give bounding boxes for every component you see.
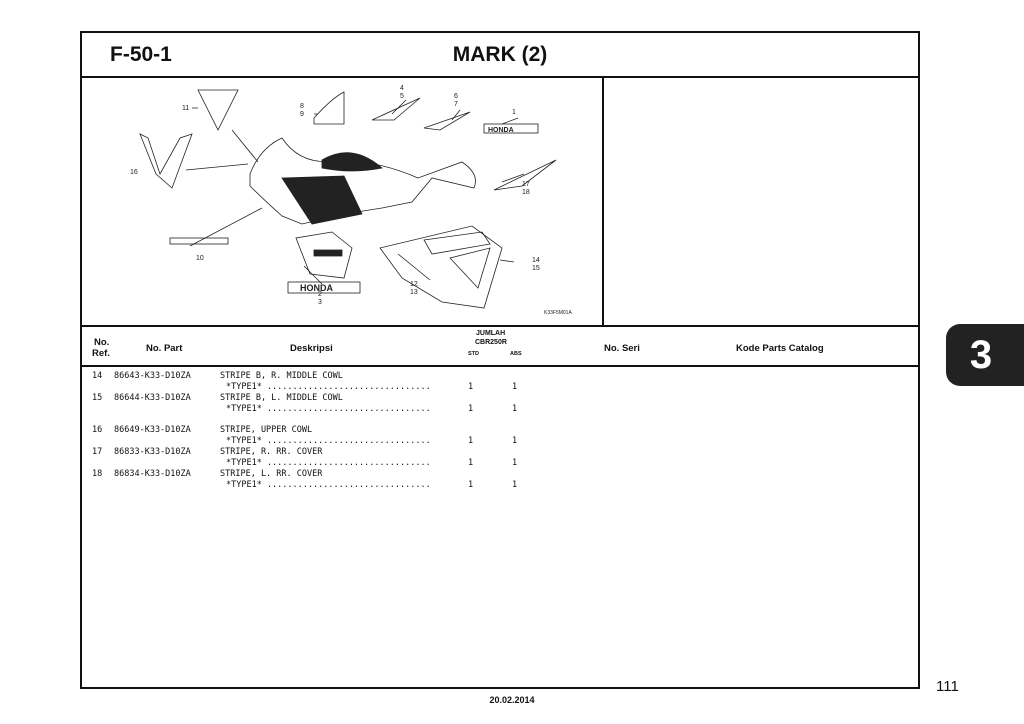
row-part-number: 86649-K33-D10ZA: [114, 425, 191, 435]
col-abs: ABS: [510, 351, 522, 357]
table-row: 15 86644-K33-D10ZA STRIPE B, L. MIDDLE C…: [82, 393, 918, 415]
page-title: MARK (2): [452, 43, 548, 66]
callout-4: 4: [400, 85, 404, 92]
row-qty-std: 1: [468, 382, 474, 392]
callout-7: 7: [454, 101, 458, 108]
col-no-seri: No. Seri: [604, 343, 640, 354]
callout-11: 11: [182, 105, 189, 112]
honda-logo-text-1: HONDA: [488, 127, 514, 134]
col-model: CBR250R: [475, 339, 507, 346]
col-deskripsi: Deskripsi: [290, 343, 333, 354]
page-header: F-50-1 MARK (2): [82, 33, 918, 78]
row-type: *TYPE1* ................................: [226, 382, 431, 392]
page-number: 111: [936, 678, 959, 695]
stripe-6-7-shape: [423, 111, 471, 131]
diagram-ref-code: K33F5M01A: [544, 310, 572, 316]
row-description: STRIPE, L. RR. COVER: [220, 469, 323, 479]
callout-14: 14: [532, 257, 540, 264]
callout-3: 3: [318, 299, 322, 306]
honda-logo-emblem-1: [483, 123, 539, 134]
col-jumlah: JUMLAH: [476, 330, 506, 337]
table-column-headers: No. Ref. No. Part Deskripsi JUMLAH CBR25…: [82, 325, 918, 367]
callout-5: 5: [400, 93, 404, 100]
motorcycle-fairing-illustration: 1 2 3 4 5 6 7 8 9 10 11 12 13 14 15 16 1…: [130, 85, 572, 316]
col-std: STD: [468, 351, 479, 357]
callout-15: 15: [532, 265, 540, 272]
row-qty-std: 1: [468, 480, 474, 490]
row-ref: 15: [92, 393, 103, 403]
lower-cowl-dark-strip: [313, 249, 343, 257]
table-row: 17 86833-K33-D10ZA STRIPE, R. RR. COVER …: [82, 447, 918, 469]
col-kode-parts-catalog: Kode Parts Catalog: [736, 343, 824, 354]
windscreen-dark-panel: [321, 152, 383, 172]
table-row: 18 86834-K33-D10ZA STRIPE, L. RR. COVER …: [82, 469, 918, 491]
callout-10: 10: [196, 255, 204, 262]
col-no-ref-line2: Ref.: [92, 348, 110, 359]
row-qty-abs: 1: [512, 480, 518, 490]
stripe-4-5-shape: [371, 97, 421, 121]
honda-logo-text-2: HONDA: [300, 283, 333, 293]
row-qty-std: 1: [468, 404, 474, 414]
row-qty-abs: 1: [512, 458, 518, 468]
figure-code: F-50-1: [110, 43, 172, 66]
callout-leader-lines: [185, 99, 525, 285]
rear-cover-stripe-shape: [493, 159, 557, 191]
callout-17: 17: [522, 181, 530, 188]
side-panel-stripe-outline: [379, 225, 503, 309]
row-qty-std: 1: [468, 458, 474, 468]
sticker-10-shape: [169, 237, 229, 245]
catalog-page-frame: F-50-1 MARK (2): [80, 31, 920, 689]
upper-cowl-emblem-shape: [197, 89, 239, 131]
callout-9: 9: [300, 111, 304, 118]
lower-cowl-outline: [295, 231, 353, 279]
row-ref: 16: [92, 425, 103, 435]
table-row: 14 86643-K33-D10ZA STRIPE B, R. MIDDLE C…: [82, 371, 918, 393]
wing-emblem-shape: [313, 91, 345, 125]
row-description: STRIPE B, L. MIDDLE COWL: [220, 393, 343, 403]
row-type: *TYPE1* ................................: [226, 404, 431, 414]
row-part-number: 86644-K33-D10ZA: [114, 393, 191, 403]
row-qty-abs: 1: [512, 436, 518, 446]
callout-18: 18: [522, 189, 530, 196]
side-panel-stripe-upper: [423, 231, 491, 255]
row-description: STRIPE B, R. MIDDLE COWL: [220, 371, 343, 381]
section-tab: 3: [946, 324, 1024, 386]
callout-2: 2: [318, 291, 322, 298]
callout-6: 6: [454, 93, 458, 100]
parts-diagram: 1 2 3 4 5 6 7 8 9 10 11 12 13 14 15 16 1…: [82, 78, 604, 325]
callout-1: 1: [512, 109, 516, 116]
callout-12: 12: [410, 281, 418, 288]
row-qty-abs: 1: [512, 404, 518, 414]
callout-16: 16: [130, 169, 138, 176]
upper-cowl-stripe-shape: [139, 133, 193, 189]
row-part-number: 86643-K33-D10ZA: [114, 371, 191, 381]
publication-date: 20.02.2014: [489, 695, 535, 705]
row-type: *TYPE1* ................................: [226, 458, 431, 468]
callout-13: 13: [410, 289, 418, 296]
row-part-number: 86834-K33-D10ZA: [114, 469, 191, 479]
table-row: 16 86649-K33-D10ZA STRIPE, UPPER COWL *T…: [82, 425, 918, 447]
col-no-part: No. Part: [146, 343, 183, 354]
side-panel-stripe-lower: [449, 247, 491, 289]
row-qty-abs: 1: [512, 382, 518, 392]
row-ref: 14: [92, 371, 103, 381]
row-ref: 17: [92, 447, 103, 457]
honda-logo-emblem-2: [287, 281, 361, 294]
row-ref: 18: [92, 469, 103, 479]
row-description: STRIPE, R. RR. COVER: [220, 447, 323, 457]
row-description: STRIPE, UPPER COWL: [220, 425, 313, 435]
middle-cowl-dark-panel: [281, 175, 363, 225]
callout-8: 8: [300, 103, 304, 110]
row-qty-std: 1: [468, 436, 474, 446]
row-type: *TYPE1* ................................: [226, 480, 431, 490]
col-no-ref-line1: No.: [94, 337, 110, 348]
row-type: *TYPE1* ................................: [226, 436, 431, 446]
row-part-number: 86833-K33-D10ZA: [114, 447, 191, 457]
fairing-body-outline: [249, 137, 476, 225]
